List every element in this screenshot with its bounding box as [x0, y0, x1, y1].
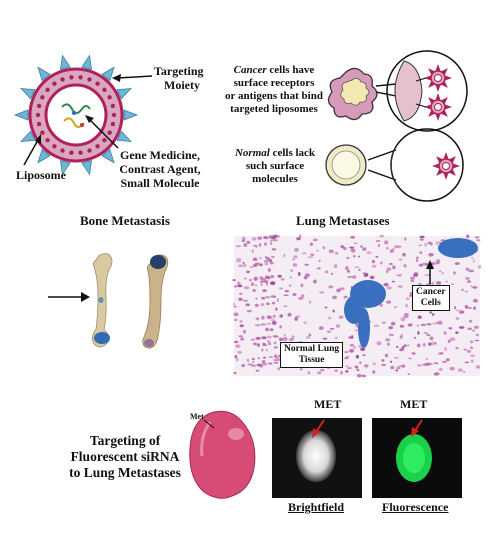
met-fluorescence-label: MET: [400, 397, 428, 411]
normal-cells-description: Normal cells lack such surface molecules: [234, 147, 316, 185]
cancer-cells-description: Cancer cells have surface receptors or a…: [225, 64, 323, 115]
brightfield-image: [272, 418, 362, 498]
bone-metastasis-title: Bone Metastasis: [80, 213, 170, 228]
payload-label: Gene Medicine, Contrast Agent, Small Mol…: [119, 148, 201, 190]
fluorescence-image: [372, 418, 462, 498]
lung-photo: [189, 410, 256, 499]
lung-metastases-title: Lung Metastases: [296, 213, 390, 228]
liposome-label: Liposome: [16, 168, 67, 182]
sirna-title: Targeting of Fluorescent siRNA to Lung M…: [69, 433, 181, 480]
cancer-cells-box: Cancer Cells: [412, 285, 450, 311]
met-small-label: Met: [190, 412, 204, 421]
cancer-cell-shape: [327, 67, 378, 121]
fluorescence-label: Fluorescence: [382, 500, 449, 514]
liposome-diagram: [13, 50, 468, 202]
targeting-moiety-label: Targeting Moiety: [154, 64, 204, 92]
brightfield-label: Brightfield: [288, 500, 344, 514]
cancer-zoom-circle: [386, 50, 468, 132]
met-brightfield-label: MET: [314, 397, 342, 411]
bone-image: [48, 253, 169, 349]
normal-lung-tissue-box: Normal Lung Tissue: [280, 342, 344, 368]
